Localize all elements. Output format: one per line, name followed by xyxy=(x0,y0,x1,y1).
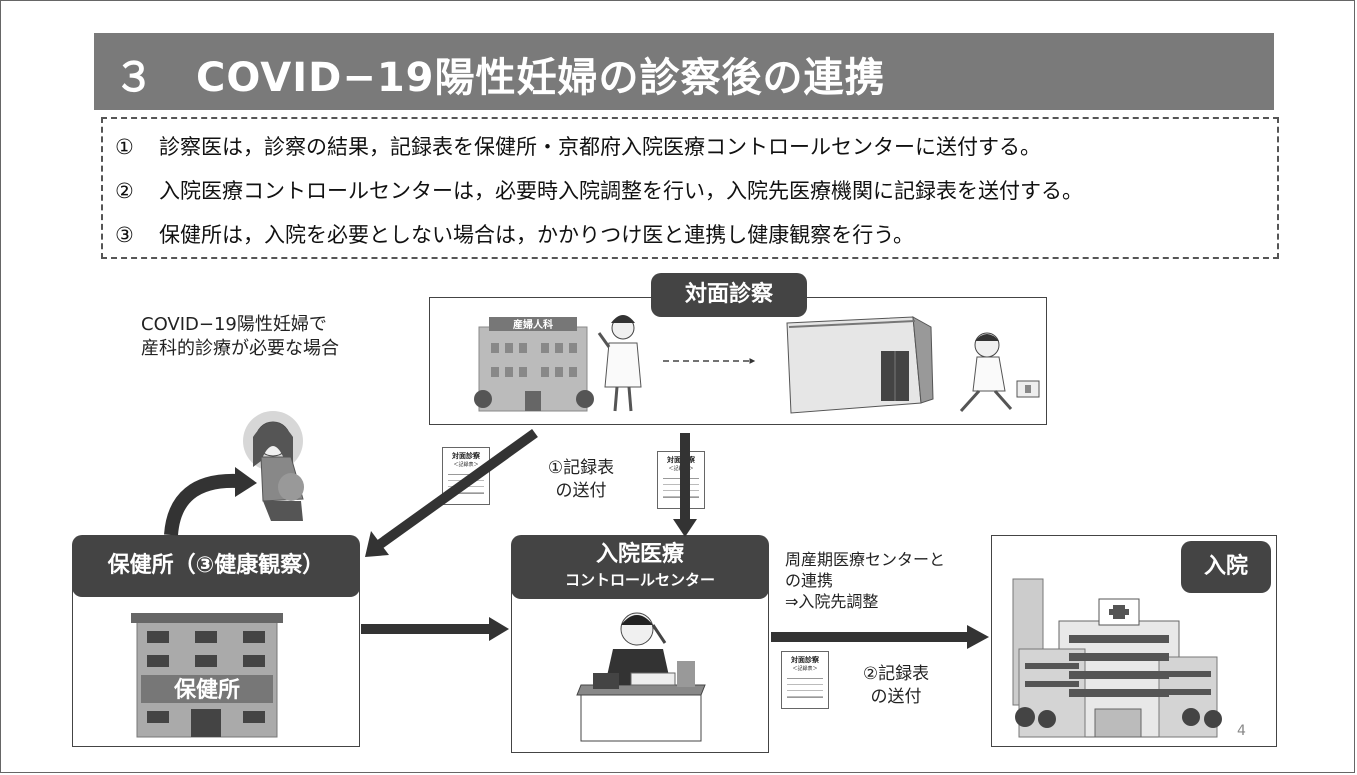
record-form-3: 対面診察 ＜記録表＞ xyxy=(781,651,829,709)
hospital-building-icon xyxy=(1012,578,1222,738)
health-center-building-icon: 保健所 xyxy=(131,613,283,738)
case-note: COVID−19陽性妊婦で産科的診療が必要な場合 xyxy=(141,314,339,359)
pregnant-woman-icon xyxy=(243,411,304,521)
health-center-label: 保健所（③健康観察） xyxy=(72,535,360,597)
send-record-note-1: ①記録表 の送付 xyxy=(547,458,615,501)
coordination-note: 周産期医療センターと の連携 ⇒入院先調整 xyxy=(785,550,946,611)
female-doctor-icon xyxy=(597,315,642,412)
arrow-to-health-center xyxy=(376,428,538,550)
hospital-cross-icon xyxy=(1109,605,1129,619)
control-center-label: 入院医療 コントロールセンター xyxy=(511,535,769,599)
face-to-face-label: 対面診察 xyxy=(651,273,807,317)
page-number: 4 xyxy=(1237,723,1246,739)
health-center-sign: 保健所 xyxy=(173,677,240,703)
running-doctor-icon xyxy=(959,332,1040,413)
title-bar: ３ COVID−19陽性妊婦の診察後の連携 xyxy=(94,33,1274,110)
send-record-note-2: ②記録表 の送付 xyxy=(862,664,930,707)
page-title: ３ COVID−19陽性妊婦の診察後の連携 xyxy=(114,55,886,101)
office-worker-icon xyxy=(576,612,706,742)
prefab-building-icon xyxy=(786,316,934,414)
hospital-label: 入院 xyxy=(1181,541,1271,593)
curved-arrow xyxy=(164,473,238,536)
flow-arrows xyxy=(164,428,989,649)
clinic-building-icon: 産婦人科 xyxy=(474,317,594,412)
clinic-sign: 産婦人科 xyxy=(513,318,553,331)
